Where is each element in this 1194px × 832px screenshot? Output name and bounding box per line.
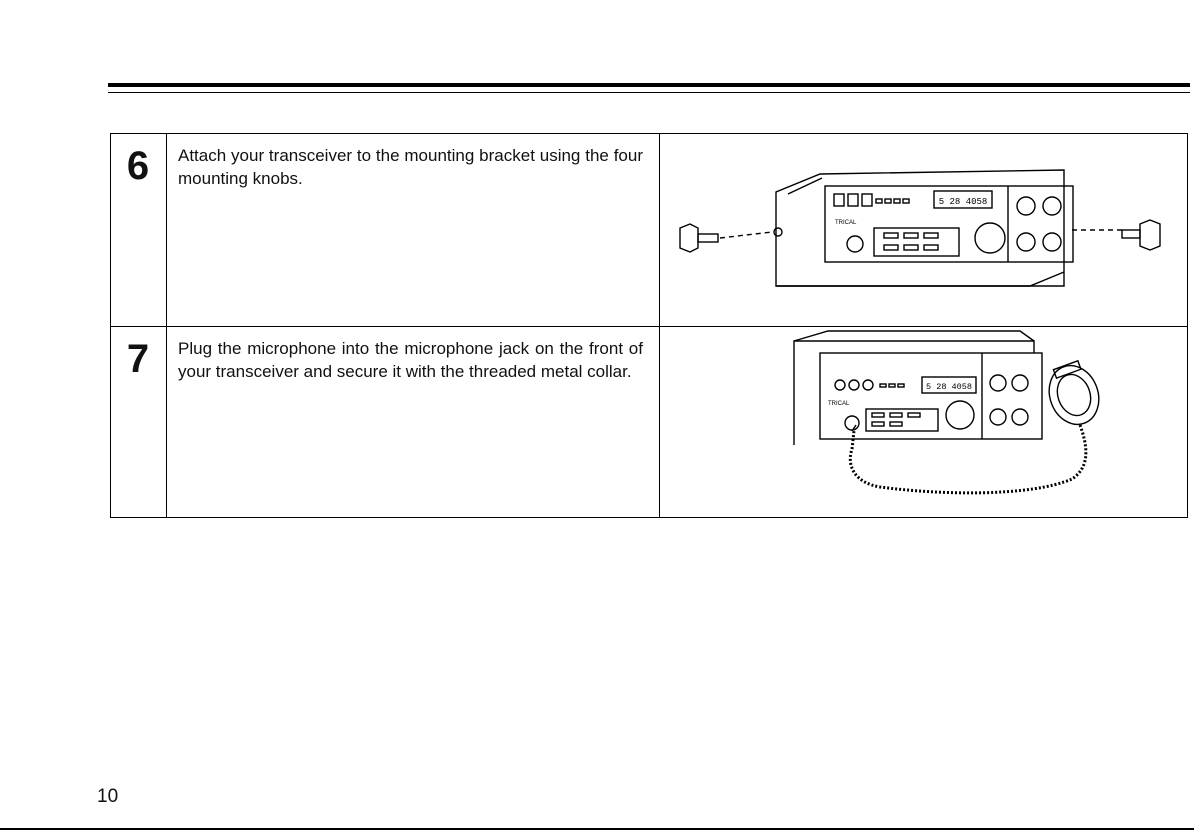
step-illustration-cell: 5 28 4058 TRICAL	[660, 327, 1187, 517]
transceiver-microphone-illustration: 5 28 4058 TRICAL	[660, 327, 1189, 517]
step-row-6: 6 Attach your transceiver to the mountin…	[111, 134, 1187, 327]
header-rule-thick	[108, 83, 1190, 87]
step-row-7: 7 Plug the microphone into the microphon…	[111, 327, 1187, 517]
footer-rule	[0, 828, 1194, 830]
transceiver-bracket-illustration: 5 28 4058 TRICAL	[660, 134, 1189, 326]
step-text-cell: Attach your transceiver to the mounting …	[167, 134, 660, 326]
page-number: 10	[97, 786, 118, 808]
step-number-cell: 7	[111, 327, 167, 517]
step-number: 7	[111, 335, 165, 383]
step-text-cell: Plug the microphone into the microphone …	[167, 327, 660, 517]
step-number: 6	[111, 142, 165, 190]
header-rule-thin	[108, 92, 1190, 93]
device-brand-label: TRICAL	[835, 220, 857, 226]
device-display-readout: 5 28 4058	[926, 382, 972, 392]
step-instruction: Attach your transceiver to the mounting …	[178, 144, 643, 190]
step-illustration-cell: 5 28 4058 TRICAL	[660, 134, 1187, 326]
step-number-cell: 6	[111, 134, 167, 326]
device-brand-label: TRICAL	[828, 401, 850, 407]
device-display-readout: 5 28 4058	[939, 197, 988, 207]
step-instruction: Plug the microphone into the microphone …	[178, 337, 643, 383]
steps-table: 6 Attach your transceiver to the mountin…	[110, 133, 1188, 518]
